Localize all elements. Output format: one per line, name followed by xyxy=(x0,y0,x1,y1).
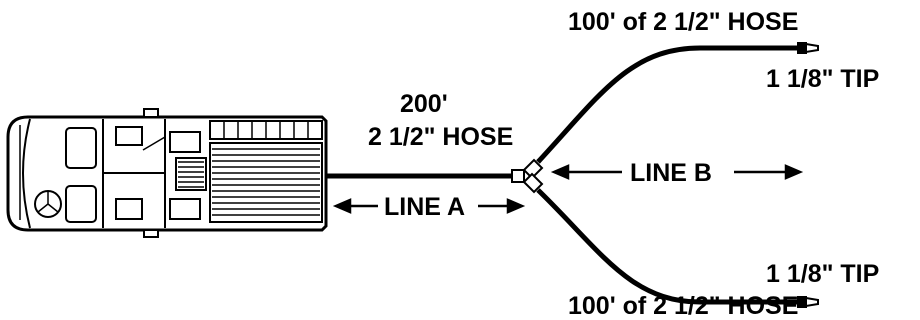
arrow-icon xyxy=(506,198,526,214)
nozzle-icon xyxy=(797,42,819,54)
fire-truck-icon xyxy=(6,108,328,238)
upper-hose-label: 100' of 2 1/2" HOSE xyxy=(568,8,798,36)
arrow-icon xyxy=(784,164,804,180)
wye-valve-icon xyxy=(511,158,544,194)
line-a-label: LINE A xyxy=(384,193,465,221)
arrow-icon xyxy=(550,164,570,180)
lower-hose-label: 100' of 2 1/2" HOSE xyxy=(568,292,798,320)
nozzle-icon xyxy=(797,296,819,308)
upper-tip-label: 1 1/8" TIP xyxy=(766,65,879,93)
lower-tip-label: 1 1/8" TIP xyxy=(766,260,879,288)
lower-branch-hose xyxy=(536,188,800,305)
line-a-hose-label: 2 1/2" HOSE xyxy=(368,123,513,151)
arrow-icon xyxy=(332,198,352,214)
line-a-length-label: 200' xyxy=(400,90,448,118)
upper-branch-hose xyxy=(536,45,800,164)
line-a-arrows xyxy=(332,198,526,214)
line-b-label: LINE B xyxy=(630,159,712,187)
line-b-arrows xyxy=(550,164,804,180)
